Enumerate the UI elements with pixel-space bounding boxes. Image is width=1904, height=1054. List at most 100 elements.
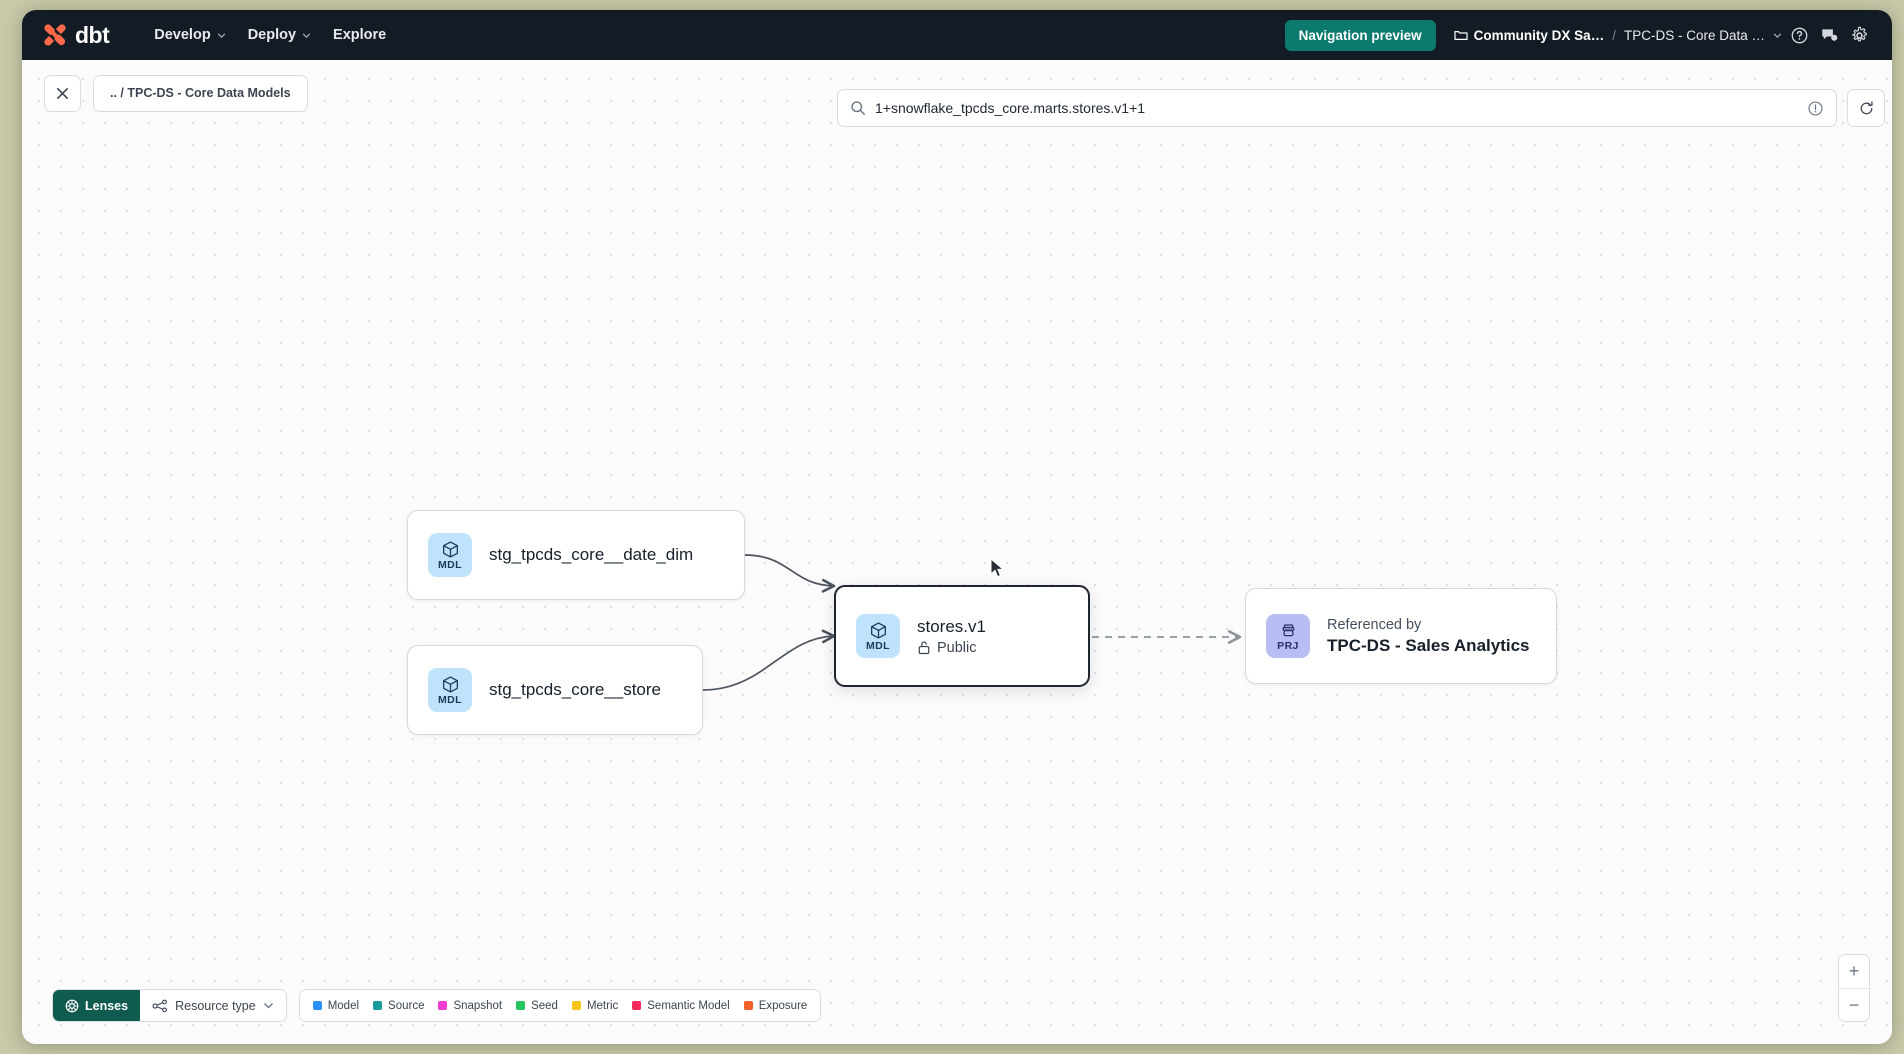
zoom-in-button[interactable]: + xyxy=(1848,961,1860,981)
node-title: stg_tpcds_core__date_dim xyxy=(489,545,694,564)
legend-item-seed: Seed xyxy=(516,1000,558,1012)
legend-swatch xyxy=(743,1001,753,1010)
navigation-preview-button[interactable]: Navigation preview xyxy=(1284,19,1436,51)
dbt-logo[interactable]: dbt xyxy=(42,21,110,49)
nav-label-develop: Develop xyxy=(154,27,211,43)
node-graph-icon xyxy=(152,999,168,1012)
refresh-icon xyxy=(1860,100,1873,114)
dbt-x-icon xyxy=(44,24,66,46)
legend-label: Snapshot xyxy=(453,999,503,1012)
top-navigation-bar: dbt Develop Deploy Explore Navigation pr… xyxy=(22,10,1892,60)
search-icon xyxy=(851,101,865,115)
legend-swatch xyxy=(516,1001,526,1010)
graph-node-stg-date-dim[interactable]: MDL stg_tpcds_core__date_dim xyxy=(407,510,745,600)
resource-type-label: Resource type xyxy=(175,998,256,1013)
dbt-wordmark: dbt xyxy=(75,21,110,48)
close-icon xyxy=(57,87,68,99)
help-circle-icon[interactable] xyxy=(1786,22,1812,48)
legend-item-source: Source xyxy=(373,1000,424,1012)
badge-label: MDL xyxy=(438,558,462,571)
zoom-out-button[interactable]: − xyxy=(1839,988,1869,1021)
lenses-group: Lenses Resource type xyxy=(52,989,287,1022)
node-access-label: Public xyxy=(937,639,977,656)
legend-item-metric: Metric xyxy=(571,999,619,1012)
resource-type-filter[interactable]: Resource type xyxy=(140,990,286,1021)
lenses-button[interactable]: Lenses xyxy=(53,990,141,1021)
legend-swatch xyxy=(632,1001,642,1010)
legend-label: Source xyxy=(388,999,425,1012)
chevron-down-icon xyxy=(217,33,225,38)
unlock-icon xyxy=(918,641,930,655)
badge-label: PRJ xyxy=(1277,639,1299,652)
lineage-toolbar: .. / TPC-DS - Core Data Models xyxy=(22,60,1892,126)
legend-item-semantic-model: Semantic Model xyxy=(632,999,730,1012)
chevron-down-icon[interactable] xyxy=(1773,31,1782,40)
info-icon[interactable] xyxy=(1807,100,1824,117)
lineage-edges xyxy=(702,554,1242,691)
legend-swatch xyxy=(571,1001,581,1010)
nav-item-explore[interactable]: Explore xyxy=(322,20,397,50)
lineage-bottom-bar: Lenses Resource type Model Source xyxy=(52,989,822,1022)
legend-label: Seed xyxy=(531,999,558,1012)
breadcrumb-account-label: Community DX Sa… xyxy=(1473,27,1605,43)
badge-label: MDL xyxy=(866,639,890,652)
resource-type-legend: Model Source Snapshot Seed Metric Semant… xyxy=(298,989,822,1022)
node-body: Referenced by TPC-DS - Sales Analytics xyxy=(1327,617,1530,656)
graph-node-stores-v1[interactable]: MDL stores.v1 Public xyxy=(834,585,1090,687)
zoom-controls: + − xyxy=(1838,954,1870,1022)
legend-label: Exposure xyxy=(758,999,808,1012)
node-access-status: Public xyxy=(917,640,986,656)
feedback-icon[interactable] xyxy=(1816,22,1842,48)
badge-label: MDL xyxy=(438,693,462,706)
mouse-cursor xyxy=(990,558,1005,578)
lineage-canvas[interactable]: MDL stg_tpcds_core__date_dim MDL stg_tpc… xyxy=(22,60,1892,1044)
resource-badge-model: MDL xyxy=(428,533,472,577)
chevron-down-icon xyxy=(302,33,311,38)
legend-label: Semantic Model xyxy=(647,999,730,1012)
cube-icon xyxy=(442,676,458,693)
project-stack-icon xyxy=(1282,624,1294,636)
search-box[interactable] xyxy=(837,89,1837,127)
cube-icon xyxy=(870,622,886,639)
node-kicker: Referenced by xyxy=(1327,616,1422,633)
chevron-down-icon xyxy=(263,1003,273,1009)
legend-item-snapshot: Snapshot xyxy=(438,1000,502,1012)
node-body: stores.v1 Public xyxy=(917,617,986,656)
node-title: stg_tpcds_core__store xyxy=(489,680,661,699)
gear-icon[interactable] xyxy=(1846,22,1872,48)
close-lineage-button[interactable] xyxy=(44,74,81,112)
legend-swatch xyxy=(373,1001,383,1010)
legend-item-model: Model xyxy=(312,999,360,1012)
breadcrumb: Community DX Sa… / TPC-DS - Core Data … xyxy=(1454,28,1782,43)
graph-node-stg-store[interactable]: MDL stg_tpcds_core__store xyxy=(407,645,703,735)
node-body: stg_tpcds_core__date_dim xyxy=(489,545,693,565)
legend-label: Metric xyxy=(586,999,619,1012)
lineage-breadcrumb-button[interactable]: .. / TPC-DS - Core Data Models xyxy=(93,74,308,112)
breadcrumb-separator: / xyxy=(1612,27,1616,43)
legend-label: Model xyxy=(327,999,360,1012)
lineage-search-group xyxy=(837,89,1885,127)
breadcrumb-account[interactable]: Community DX Sa… xyxy=(1454,27,1605,43)
resource-badge-project: PRJ xyxy=(1266,614,1310,658)
nav-label-deploy: Deploy xyxy=(247,27,297,43)
cube-icon xyxy=(442,541,458,558)
nav-item-deploy[interactable]: Deploy xyxy=(237,20,322,50)
nav-label-explore: Explore xyxy=(333,27,387,43)
lenses-label: Lenses xyxy=(85,998,129,1013)
search-input[interactable] xyxy=(875,100,1798,116)
node-title: TPC-DS - Sales Analytics xyxy=(1327,635,1530,655)
nav-item-develop[interactable]: Develop xyxy=(143,20,236,50)
refresh-lineage-button[interactable] xyxy=(1847,89,1885,127)
legend-item-exposure: Exposure xyxy=(743,999,808,1012)
legend-swatch xyxy=(438,1001,448,1010)
legend-swatch xyxy=(312,1001,322,1010)
node-body: stg_tpcds_core__store xyxy=(489,680,661,700)
folder-icon xyxy=(1454,30,1468,40)
app-window: dbt Develop Deploy Explore Navigation pr… xyxy=(22,10,1892,1044)
resource-badge-model: MDL xyxy=(428,668,472,712)
breadcrumb-project-label[interactable]: TPC-DS - Core Data … xyxy=(1623,27,1765,43)
node-title: stores.v1 xyxy=(917,616,986,636)
lens-icon xyxy=(65,999,79,1012)
resource-badge-model: MDL xyxy=(856,614,900,658)
graph-node-sales-analytics[interactable]: PRJ Referenced by TPC-DS - Sales Analyti… xyxy=(1245,588,1557,684)
